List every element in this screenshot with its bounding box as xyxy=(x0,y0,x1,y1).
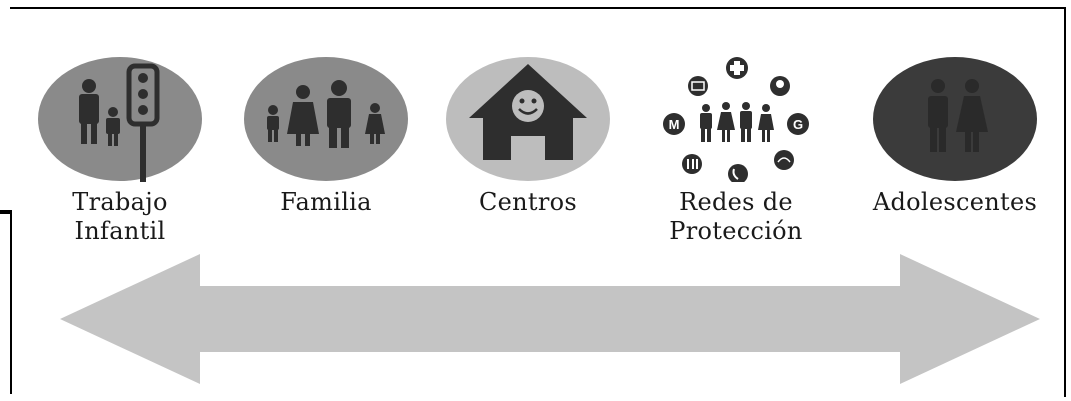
item-label: Trabajo Infantil xyxy=(72,188,168,245)
item-redes-de-proteccion: M G Redes de Protección xyxy=(636,56,836,246)
item-label: Familia xyxy=(280,188,372,216)
child-labor-traffic-light-icon xyxy=(38,57,202,182)
item-label: Redes de Protección xyxy=(669,188,803,245)
item-label: Centros xyxy=(478,188,577,216)
item-adolescentes: Adolescentes xyxy=(855,56,1055,217)
adolescents-icon xyxy=(873,57,1037,181)
frame-notch xyxy=(0,210,12,214)
diagram-frame xyxy=(10,7,1066,397)
item-familia: Familia xyxy=(226,56,426,217)
double-headed-arrow-icon xyxy=(60,254,1040,384)
house-smiley-icon xyxy=(446,57,610,181)
svg-text:G: G xyxy=(793,117,803,132)
item-label: Adolescentes xyxy=(872,188,1038,216)
frame-left-edge xyxy=(10,214,12,394)
svg-text:M: M xyxy=(669,117,680,132)
item-centros: Centros xyxy=(428,56,628,217)
family-icon xyxy=(244,57,408,181)
protection-network-icon: M G xyxy=(663,57,809,182)
item-trabajo-infantil: Trabajo Infantil xyxy=(20,56,220,246)
